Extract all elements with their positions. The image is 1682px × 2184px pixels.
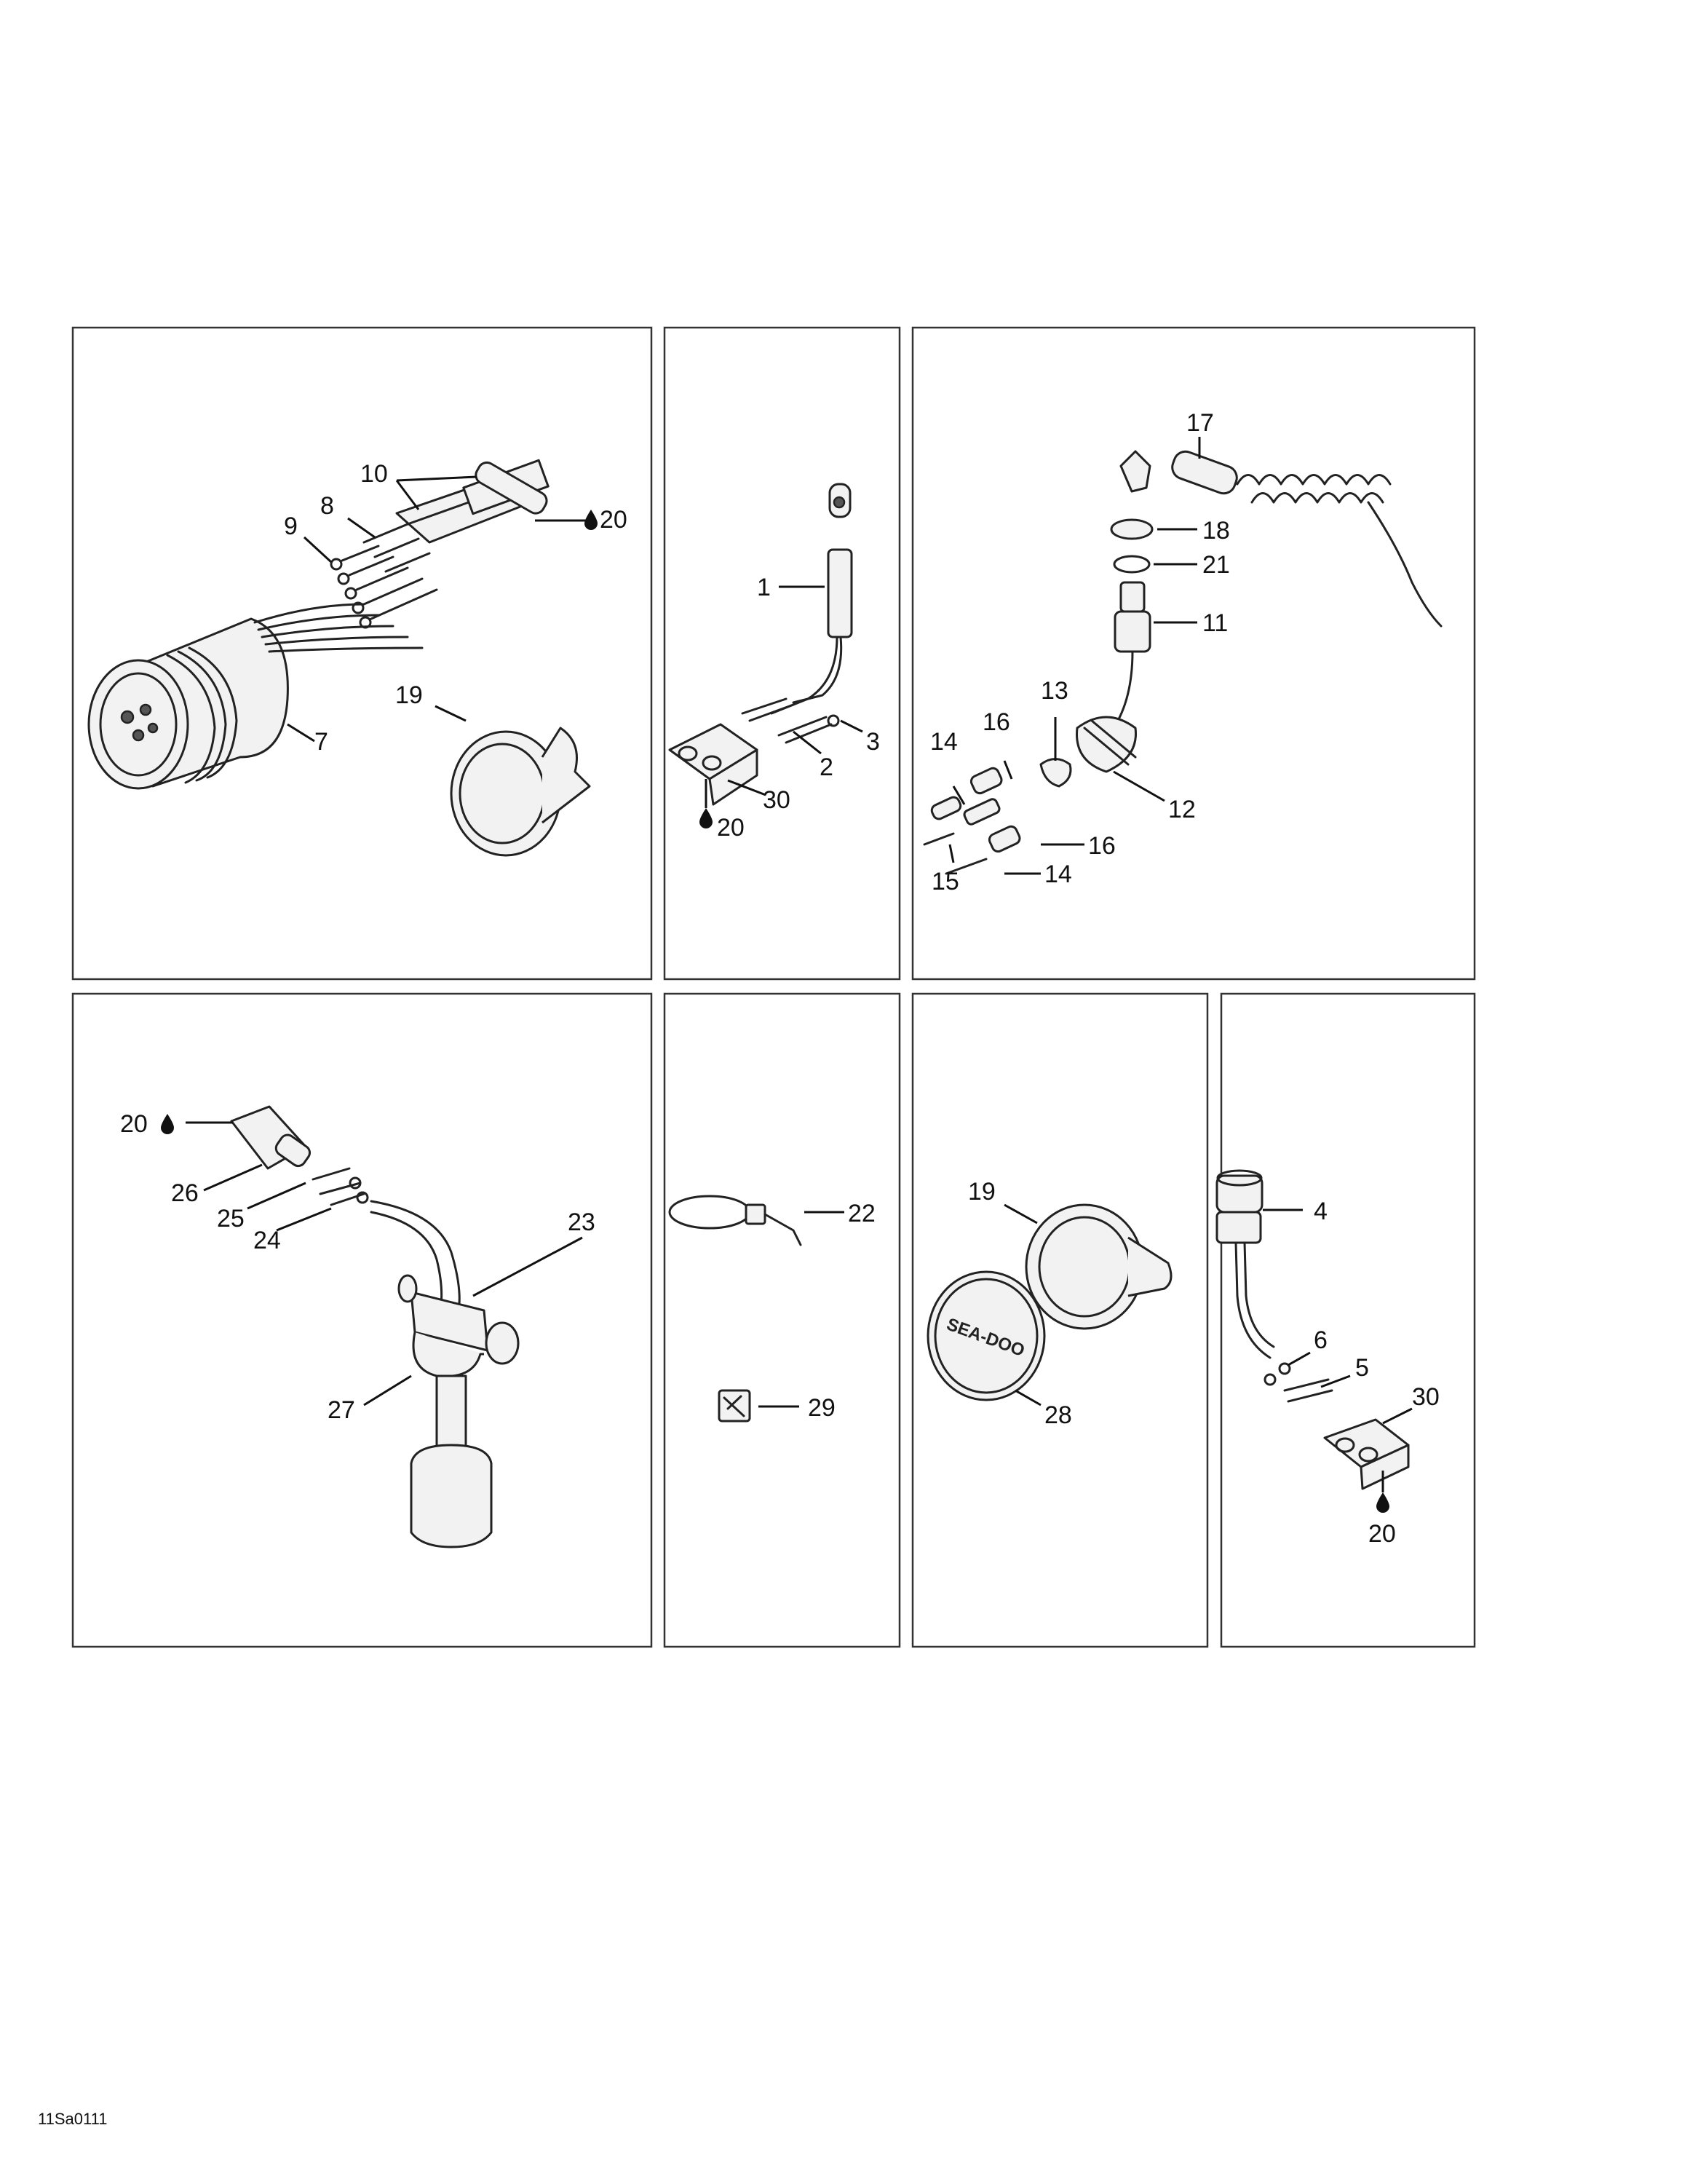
callout-26: 26 — [171, 1179, 199, 1207]
cable-clip-illustration — [718, 1389, 751, 1423]
callout-24: 24 — [253, 1227, 281, 1254]
lanyard-cap-nut-illustration — [1110, 518, 1154, 574]
callout-4: 4 — [1314, 1198, 1328, 1225]
panel-level-sensor — [71, 992, 653, 1648]
callout-17: 17 — [1186, 409, 1214, 437]
callout-21: 21 — [1202, 551, 1230, 579]
level-sensor-body-illustration — [370, 1200, 520, 1548]
panel-sensor-connector — [663, 326, 901, 981]
callout-1: 1 — [757, 574, 771, 601]
callout-23: 23 — [568, 1208, 595, 1236]
callout-13: 13 — [1041, 677, 1068, 705]
panel-tie-wrap — [663, 992, 901, 1648]
callout-7: 7 — [314, 728, 328, 756]
terminal-pins-illustration — [330, 523, 438, 629]
figure-code: 11Sa0111 — [38, 2110, 108, 2128]
callout-22: 22 — [848, 1200, 876, 1227]
lanyard-cord-illustration — [1119, 450, 1443, 628]
callout-16: 16 — [983, 708, 1010, 736]
sensor-connector-housing-illustration — [668, 723, 758, 806]
callout-14: 14 — [930, 728, 958, 756]
switch-terminals-illustration — [1264, 1362, 1333, 1403]
lanyard-switch-illustration — [1076, 581, 1151, 773]
tie-wrap-illustration — [668, 1195, 802, 1246]
sealant-drop-icon — [584, 510, 598, 530]
panel-gauge — [71, 326, 653, 981]
callout-9: 9 — [284, 513, 298, 540]
protective-cover-illustration — [1025, 1203, 1173, 1330]
temperature-sensor-illustration — [770, 483, 853, 715]
callout-16: 16 — [1088, 832, 1116, 860]
panel-switch — [1220, 992, 1476, 1648]
callout-20: 20 — [717, 814, 745, 842]
callout-27: 27 — [328, 1396, 355, 1424]
panel-cover — [911, 992, 1209, 1648]
level-sensor-terminals-illustration — [312, 1167, 369, 1206]
callout-10: 10 — [360, 460, 388, 488]
callout-3: 3 — [866, 728, 880, 756]
callout-14: 14 — [1044, 860, 1072, 888]
callout-30: 30 — [763, 786, 790, 814]
level-sensor-connector-illustration — [230, 1105, 312, 1170]
callout-15: 15 — [932, 868, 959, 895]
callout-5: 5 — [1355, 1354, 1369, 1382]
sealant-drop-icon — [1376, 1492, 1389, 1513]
callout-20: 20 — [600, 506, 627, 534]
sensor-terminals-illustration — [741, 697, 840, 744]
sealant-drop-icon — [161, 1114, 174, 1134]
callout-25: 25 — [217, 1205, 245, 1233]
connector-lock-illustration — [475, 461, 548, 515]
callout-20: 20 — [120, 1110, 148, 1138]
lanyard-wire-terminals-illustration — [923, 758, 1072, 875]
callout-11: 11 — [1202, 609, 1228, 637]
panel-safety-lanyard — [911, 326, 1476, 981]
gauge-body-illustration — [87, 603, 424, 790]
switch-connector-housing-illustration — [1323, 1418, 1410, 1490]
sealant-drop-icon — [699, 808, 713, 828]
callout-8: 8 — [320, 492, 334, 520]
gauge-bezel-illustration — [450, 727, 591, 857]
callout-29: 29 — [808, 1394, 836, 1422]
callout-30: 30 — [1412, 1383, 1440, 1411]
callout-6: 6 — [1314, 1326, 1328, 1354]
callout-20: 20 — [1368, 1520, 1396, 1548]
callout-12: 12 — [1168, 796, 1196, 823]
pressure-switch-illustration — [1215, 1169, 1275, 1359]
callout-2: 2 — [820, 753, 833, 781]
callout-19: 19 — [395, 681, 423, 709]
callout-19: 19 — [968, 1178, 996, 1206]
gauge-cap-illustration: SEA-DOO — [927, 1270, 1046, 1401]
callout-28: 28 — [1044, 1401, 1072, 1429]
callout-18: 18 — [1202, 517, 1230, 545]
